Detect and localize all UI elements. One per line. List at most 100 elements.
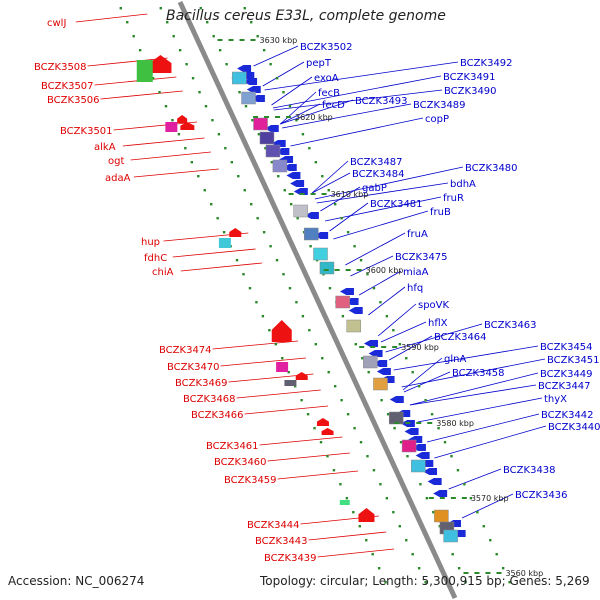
track-dot [255,301,258,304]
gene-label-forward: BCZK3460 [214,457,267,468]
track-dot [333,385,337,388]
leader-line-reverse [350,255,394,277]
track-dot [309,245,312,248]
track-dot [210,203,213,206]
leader-line-forward [94,76,177,86]
tick-label: 3590 kbp [401,343,439,352]
leader-line-reverse [311,160,349,194]
leader-line-reverse [417,397,543,423]
track-dot [198,91,201,94]
gene-label-reverse: BCZK3475 [395,252,448,263]
track-dot [172,35,175,38]
track-dot [199,7,202,10]
track-dot [197,175,200,178]
tick-label: 3600 kbp [366,266,404,275]
gene-label-reverse: BCZK3489 [413,100,466,111]
track-dot [288,287,292,290]
gene-label-reverse: BCZK3493 [355,96,408,107]
track-dot [119,7,122,10]
map-title: Bacillus cereus E33L, complete genome [166,8,446,24]
track-dot [281,357,284,360]
leader-line-reverse [393,345,539,371]
leader-line-reverse [409,384,537,406]
gene-box [335,295,350,309]
gene-box [373,377,388,391]
track-dot [126,21,129,24]
gene-label-reverse: BCZK3440 [548,422,600,433]
leader-line-reverse [272,75,442,109]
track-dot [308,329,311,332]
gene-label-reverse: fecD [322,100,345,111]
leader-line-forward [259,436,343,446]
gene-label-forward: BCZK3506 [47,95,100,106]
track-dot [425,497,429,500]
track-dot [380,399,383,402]
gene-arrow-reverse [286,172,301,179]
track-dot [398,343,402,346]
track-dot [262,231,266,234]
track-dot [151,77,155,80]
gene-arrow-forward [180,122,195,130]
gene-label-forward: BCZK3508 [34,62,87,73]
gene-arrow-reverse [376,368,391,375]
leader-line-reverse [311,172,351,194]
leader-line-reverse [409,372,539,406]
gene-arrow-reverse [389,396,404,403]
leader-line-reverse [253,45,299,67]
leader-line-forward [180,262,263,272]
gene-label-reverse: fruR [443,193,464,204]
gene-arrow-reverse [427,478,442,485]
gene-label-reverse: BCZK3449 [540,369,593,380]
leader-line-reverse [264,61,459,91]
leader-line-reverse [380,321,427,343]
track-dot [203,189,206,192]
leader-line-reverse [434,425,547,459]
gene-label-reverse: fruA [407,229,428,240]
gene-label-reverse: BCZK3480 [465,163,518,174]
leader-line-forward [75,13,148,23]
gene-label-reverse: exoA [314,73,339,84]
gene-box-forward [136,60,153,82]
gene-arrow-reverse [237,65,252,72]
track-dot [261,315,265,318]
gene-box-forward [218,238,231,248]
gene-label-reverse: glnA [444,354,466,365]
track-dot [191,77,195,80]
gene-arrow-reverse [243,78,258,85]
track-dot [308,147,311,150]
gene-arrow-reverse [304,212,319,219]
track-dot [283,189,286,192]
track-dot [328,287,332,290]
gene-label-forward: BCZK3507 [41,81,94,92]
leader-line-reverse [329,202,369,232]
gene-label-reverse: fecB [318,88,340,99]
gene-box [232,71,247,85]
gene-box [319,261,335,275]
track-dot [262,49,266,52]
gene-box-forward [276,362,289,372]
track-dot [159,7,162,10]
gene-box-forward [339,500,350,505]
track-dot [306,413,310,416]
leader-line-reverse [280,91,317,125]
leader-line-reverse [314,166,464,200]
track-dot [366,273,369,276]
gene-arrow-forward [229,228,242,237]
track-dot [269,245,272,248]
track-dot [217,133,221,136]
track-dot [248,287,252,290]
track-dot [361,357,364,360]
gene-label-reverse: BCZK3484 [352,169,405,180]
track-dot [222,231,226,234]
gene-label-reverse: BCZK3463 [484,320,537,331]
track-dot [270,161,274,164]
gene-label-forward: BCZK3466 [191,410,244,421]
gene-label-reverse: hflX [428,318,448,329]
gene-label-forward: hup [141,237,160,248]
track-dot [300,399,303,402]
track-dot [295,119,298,122]
leader-line-reverse [461,493,514,519]
track-dot [132,35,135,38]
track-dot [301,133,305,136]
